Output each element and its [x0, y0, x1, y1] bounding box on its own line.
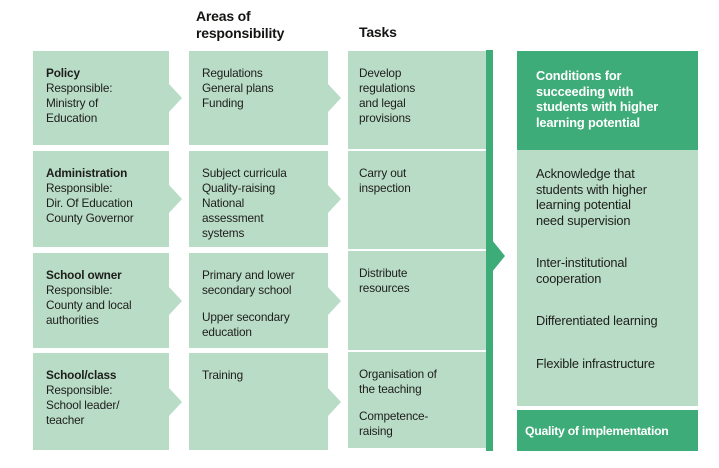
outcome-item: Acknowledge that students with higher le…: [536, 166, 647, 228]
box-text: Regulations General plans Funding: [202, 66, 274, 110]
outcome-item: Differentiated learning: [536, 313, 658, 328]
arrow-right-icon: [169, 286, 182, 315]
level-detail: Responsible: Dir. Of Education County Go…: [46, 181, 134, 225]
box-text: Training: [202, 368, 243, 382]
outcomes-list-box: Acknowledge that students with higher le…: [517, 150, 698, 406]
areas-of-responsibility-header: Areas of responsibility: [196, 8, 285, 41]
tasks-box-inspection: Carry out inspection: [348, 151, 486, 249]
outcomes-header-text: Conditions for succeeding with students …: [536, 68, 659, 130]
arrow-right-icon: [328, 387, 341, 416]
tasks-header: Tasks: [359, 24, 397, 40]
areas-box-curricula: Subject curricula Quality-raising Nation…: [189, 151, 341, 247]
arrow-right-icon: [328, 286, 341, 315]
level-box-administration: Administration Responsible: Dir. Of Educ…: [33, 151, 182, 247]
quality-footer-box: Quality of implementation: [517, 410, 698, 451]
level-box-school-owner: School owner Responsible: County and loc…: [33, 253, 182, 348]
flow-arrow-icon: [492, 240, 505, 272]
level-title: Administration: [46, 166, 128, 180]
outcome-item: Flexible infrastructure: [536, 355, 655, 371]
level-title: School owner: [46, 268, 122, 282]
level-box-policy: Policy Responsible: Ministry of Educatio…: [33, 51, 182, 145]
outcome-item: Inter-institutional cooperation: [536, 255, 628, 286]
areas-box-training: Training: [189, 353, 341, 450]
box-text: Primary and lower secondary school: [202, 268, 295, 297]
areas-box-schools: Primary and lower secondary school Upper…: [189, 253, 341, 348]
arrow-right-icon: [169, 185, 182, 213]
level-detail: Responsible: County and local authoritie…: [46, 283, 132, 327]
level-box-school-class: School/class Responsible: School leader/…: [33, 353, 182, 450]
tasks-box-regulations: Develop regulations and legal provisions: [348, 51, 486, 149]
box-text: Distribute resources: [359, 266, 410, 295]
box-text: Upper secondary education: [202, 310, 290, 339]
box-text: Competence- raising: [359, 409, 429, 438]
areas-box-regulations: Regulations General plans Funding: [189, 51, 341, 145]
box-text: Carry out inspection: [359, 166, 411, 195]
tasks-box-resources: Distribute resources: [348, 251, 486, 350]
quality-footer-text: Quality of implementation: [525, 423, 669, 438]
box-text: Organisation of the teaching: [359, 367, 437, 396]
arrow-right-icon: [328, 185, 341, 213]
connector-bar: [486, 50, 493, 451]
arrow-right-icon: [328, 84, 341, 112]
outcomes-header-box: Conditions for succeeding with students …: [517, 51, 698, 150]
level-detail: Responsible: Ministry of Education: [46, 81, 113, 125]
tasks-box-organisation: Organisation of the teaching Competence-…: [348, 352, 486, 448]
arrow-right-icon: [169, 84, 182, 112]
box-text: Subject curricula Quality-raising Nation…: [202, 166, 287, 240]
level-title: Policy: [46, 66, 80, 80]
level-detail: Responsible: School leader/ teacher: [46, 383, 120, 427]
arrow-right-icon: [169, 387, 182, 416]
box-text: Develop regulations and legal provisions: [359, 66, 416, 125]
level-title: School/class: [46, 368, 117, 382]
